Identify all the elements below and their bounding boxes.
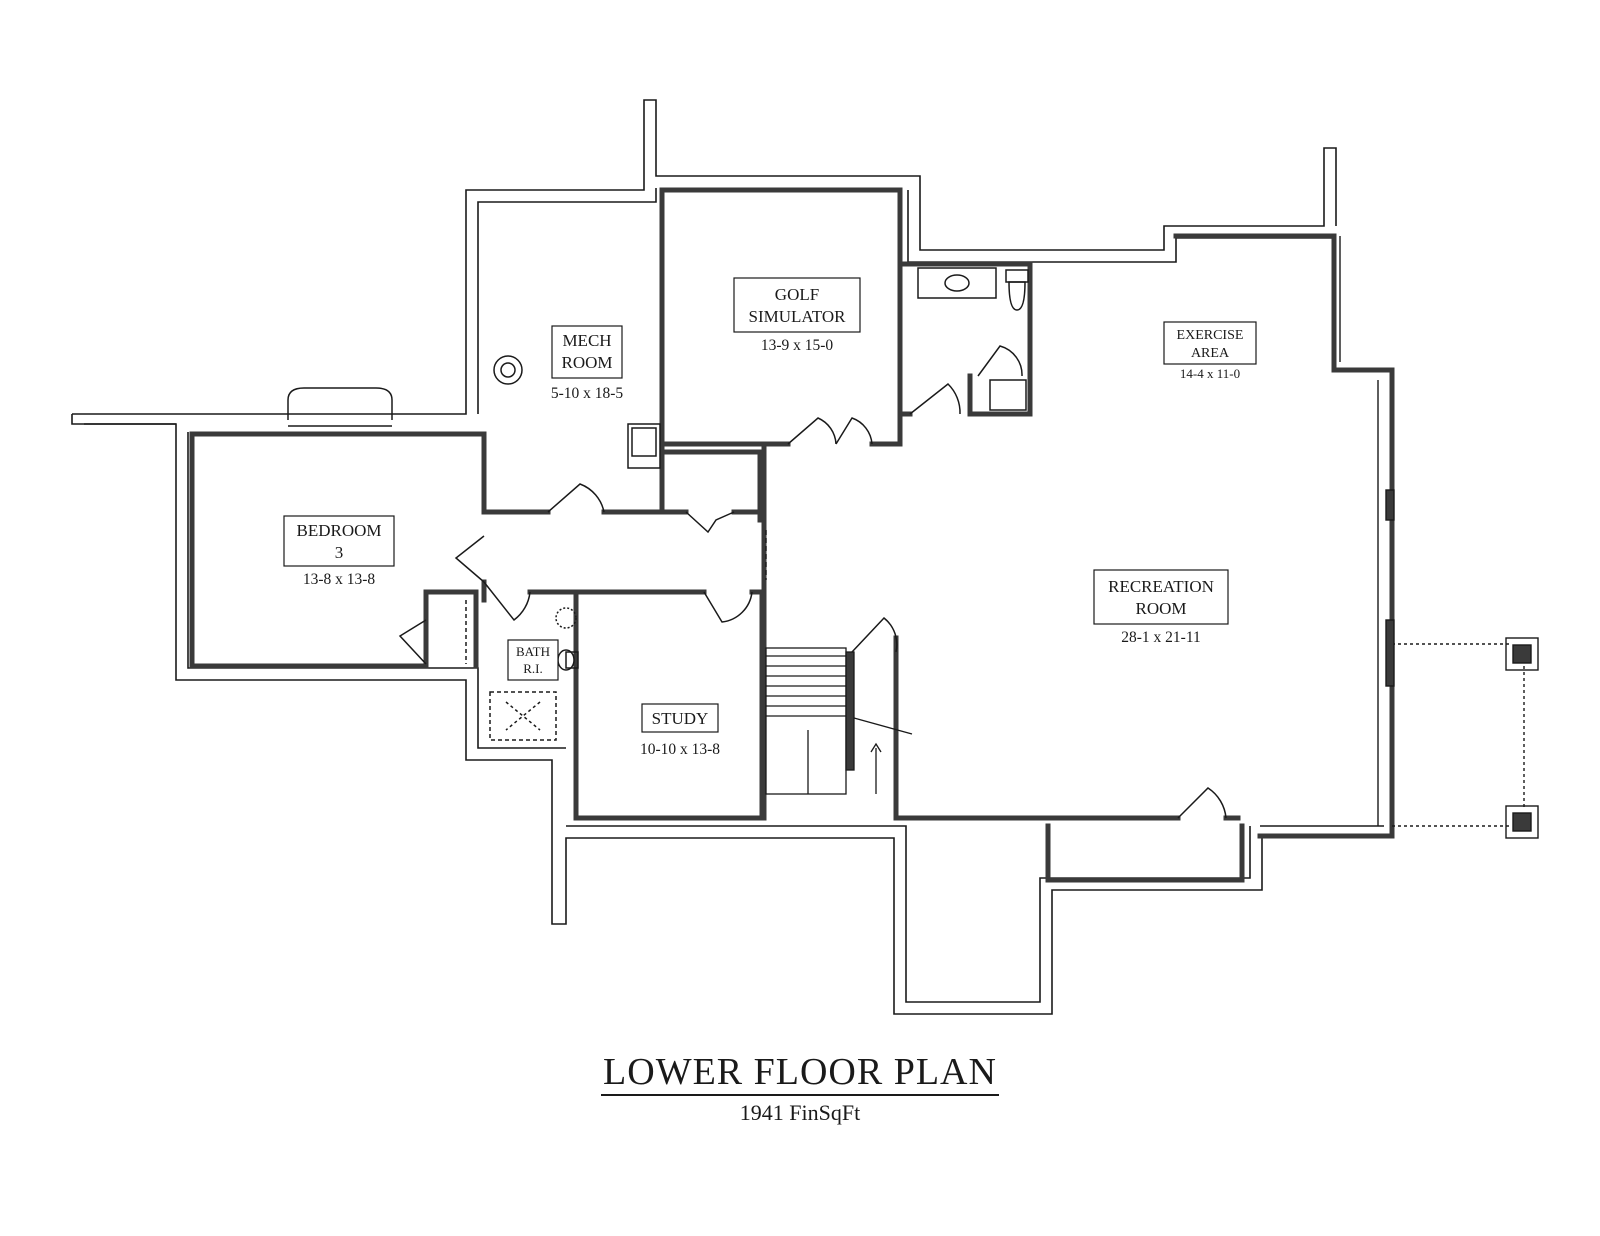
recreation-dims: 28-1 x 21-11 xyxy=(1121,629,1201,646)
bath-line1: BATH xyxy=(516,644,550,659)
recreation-room-label: RECREATION ROOM 28-1 x 21-11 xyxy=(1108,577,1214,646)
recreation-line2: ROOM xyxy=(1135,599,1186,618)
golf-line2: SIMULATOR xyxy=(749,307,847,326)
bedroom-line2: 3 xyxy=(335,543,344,562)
interior-walls xyxy=(189,187,1395,883)
golf-simulator-label: GOLF SIMULATOR 13-9 x 15-0 xyxy=(749,285,847,354)
mech-line1: MECH xyxy=(562,331,611,350)
golf-dims: 13-9 x 15-0 xyxy=(761,337,834,354)
bedroom-dims: 13-8 x 13-8 xyxy=(303,571,376,588)
exercise-area-label: EXERCISE AREA 14-4 x 11-0 xyxy=(1177,328,1244,381)
bath-area xyxy=(917,267,1029,411)
doors xyxy=(287,345,1227,819)
bedroom-label: BEDROOM 3 13-8 x 13-8 xyxy=(296,521,381,588)
bath-line2: R.I. xyxy=(523,661,543,676)
exercise-dims: 14-4 x 11-0 xyxy=(1180,366,1240,381)
porch xyxy=(1260,236,1539,839)
exercise-line2: AREA xyxy=(1191,346,1230,361)
mech-line2: ROOM xyxy=(561,353,612,372)
bedroom-line1: BEDROOM xyxy=(296,521,381,540)
study-line1: STUDY xyxy=(652,709,709,728)
study-dims: 10-10 x 13-8 xyxy=(640,741,720,758)
label-boxes xyxy=(283,277,1257,733)
exercise-line1: EXERCISE xyxy=(1177,328,1244,343)
stairs xyxy=(765,647,913,795)
plan-title-text: LOWER FLOOR PLAN xyxy=(601,1051,999,1096)
bath-label: BATH R.I. xyxy=(516,644,550,676)
mech-room-label: MECH ROOM 5-10 x 18-5 xyxy=(551,331,624,402)
plan-subtitle: 1941 FinSqFt xyxy=(739,1100,861,1125)
plan-title: LOWER FLOOR PLAN xyxy=(0,1050,1600,1096)
foundation-walls xyxy=(71,99,1337,1015)
study-label: STUDY 10-10 x 13-8 xyxy=(640,709,720,758)
mech-dims: 5-10 x 18-5 xyxy=(551,385,624,402)
golf-line1: GOLF xyxy=(775,285,819,304)
recreation-line1: RECREATION xyxy=(1108,577,1214,596)
